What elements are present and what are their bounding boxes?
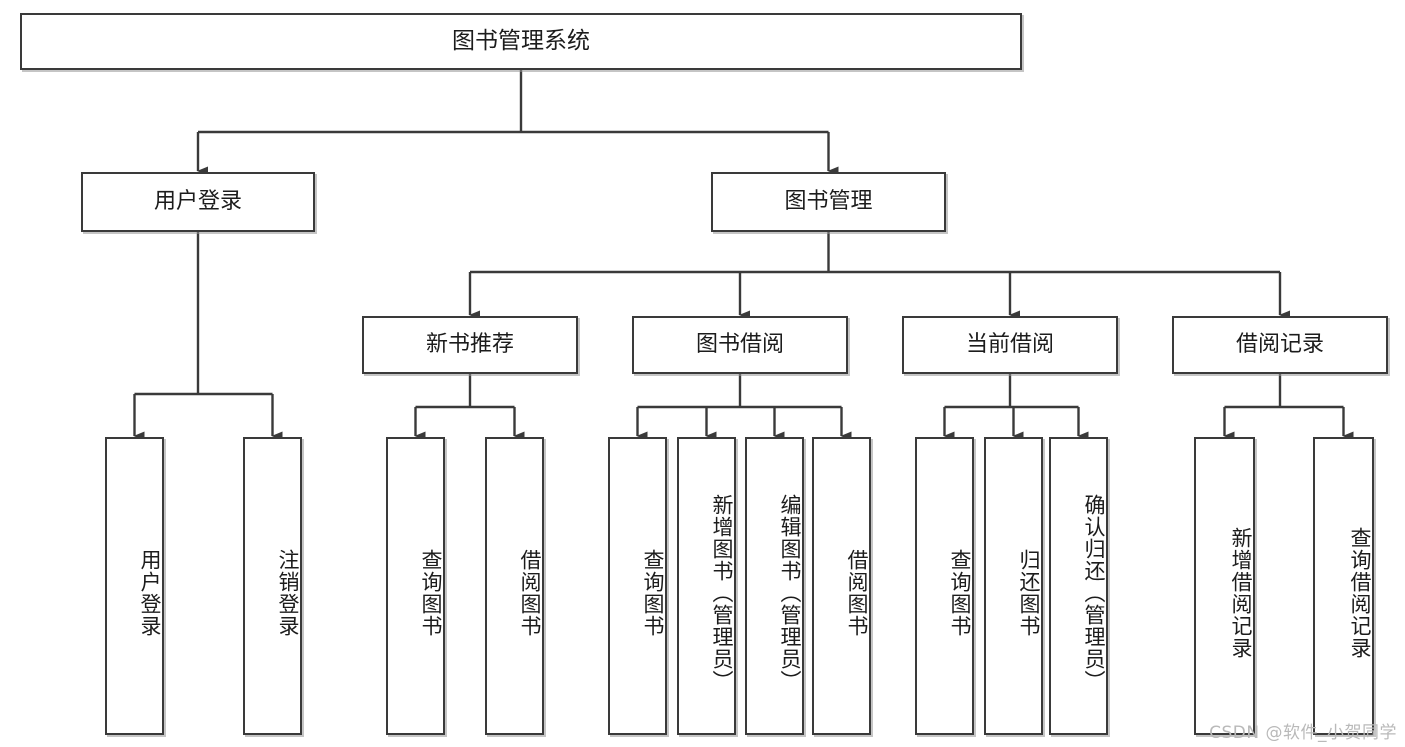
node-label: 图书管理 bbox=[784, 188, 873, 214]
node-root[interactable]: 图书管理系统 bbox=[20, 13, 1022, 70]
node-leaf-query-book-borrow[interactable]: 查询图书 bbox=[608, 437, 667, 735]
node-label: 用户登录 bbox=[138, 549, 162, 637]
node-leaf-query-book-rec[interactable]: 查询图书 bbox=[386, 437, 445, 735]
node-book-manage[interactable]: 图书管理 bbox=[711, 172, 946, 232]
node-leaf-query-book-current[interactable]: 查询图书 bbox=[915, 437, 974, 735]
node-label: 编辑图书（管理员） bbox=[778, 494, 802, 692]
node-leaf-query-record[interactable]: 查询借阅记录 bbox=[1313, 437, 1374, 735]
node-leaf-borrow-book-rec[interactable]: 借阅图书 bbox=[485, 437, 544, 735]
node-label: 借阅图书 bbox=[845, 549, 869, 637]
node-leaf-return-book[interactable]: 归还图书 bbox=[984, 437, 1043, 735]
node-label: 借阅记录 bbox=[1235, 331, 1324, 357]
node-user-login[interactable]: 用户登录 bbox=[81, 172, 315, 232]
node-label: 查询图书 bbox=[641, 549, 665, 637]
node-leaf-borrow-book[interactable]: 借阅图书 bbox=[812, 437, 871, 735]
node-label: 注销登录 bbox=[276, 549, 300, 637]
node-label: 新增图书（管理员） bbox=[710, 494, 734, 692]
node-label: 新增借阅记录 bbox=[1229, 527, 1253, 659]
node-leaf-user-login[interactable]: 用户登录 bbox=[105, 437, 164, 735]
node-leaf-edit-book[interactable]: 编辑图书（管理员） bbox=[745, 437, 804, 735]
node-leaf-user-logout[interactable]: 注销登录 bbox=[243, 437, 302, 735]
node-book-borrow[interactable]: 图书借阅 bbox=[632, 316, 848, 374]
node-label: 确认归还（管理员） bbox=[1082, 494, 1106, 692]
node-leaf-confirm-return[interactable]: 确认归还（管理员） bbox=[1049, 437, 1108, 735]
watermark-text: CSDN @软件_小贺同学 bbox=[1209, 723, 1397, 743]
node-label: 归还图书 bbox=[1017, 549, 1041, 637]
node-new-book-recommend[interactable]: 新书推荐 bbox=[362, 316, 578, 374]
node-label: 查询图书 bbox=[948, 549, 972, 637]
node-borrow-record[interactable]: 借阅记录 bbox=[1172, 316, 1388, 374]
node-label: 查询借阅记录 bbox=[1348, 527, 1372, 659]
node-label: 借阅图书 bbox=[518, 549, 542, 637]
node-leaf-add-record[interactable]: 新增借阅记录 bbox=[1194, 437, 1255, 735]
node-label: 新书推荐 bbox=[425, 331, 514, 357]
node-label: 当前借阅 bbox=[965, 331, 1054, 357]
node-label: 查询图书 bbox=[419, 549, 443, 637]
edge-paths bbox=[133, 70, 1354, 441]
node-label: 用户登录 bbox=[153, 188, 242, 214]
node-label: 图书管理系统 bbox=[452, 28, 590, 55]
node-leaf-add-book[interactable]: 新增图书（管理员） bbox=[677, 437, 736, 735]
node-label: 图书借阅 bbox=[695, 331, 784, 357]
node-current-borrow[interactable]: 当前借阅 bbox=[902, 316, 1118, 374]
